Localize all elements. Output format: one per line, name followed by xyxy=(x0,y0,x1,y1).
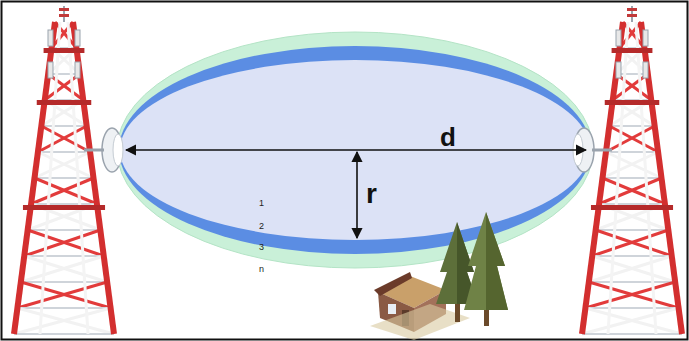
tower-rung xyxy=(28,229,101,231)
tower-leg xyxy=(582,22,623,334)
tower-platform xyxy=(612,48,653,53)
middle-zone xyxy=(119,46,591,254)
antenna-element xyxy=(59,8,69,11)
antenna-element xyxy=(627,14,637,17)
tower-rung xyxy=(585,307,678,309)
tower-leg xyxy=(40,22,60,334)
tower-brace xyxy=(606,152,662,178)
dish-mount xyxy=(84,149,104,152)
tower-brace xyxy=(609,126,658,152)
tower-rung xyxy=(35,177,94,179)
tower-leg xyxy=(73,22,114,334)
antenna-element xyxy=(627,8,637,11)
lattice-tower xyxy=(14,6,123,334)
antenna-panel xyxy=(616,62,621,78)
tower-rung xyxy=(606,151,658,153)
antenna-element xyxy=(59,14,69,17)
tower-platform xyxy=(44,48,85,53)
fresnel-zones xyxy=(117,32,593,268)
tower-brace xyxy=(589,282,679,308)
dimension-arrows xyxy=(126,150,586,238)
antenna-panel xyxy=(643,30,648,46)
tower-leg xyxy=(636,22,656,334)
tower-platform xyxy=(37,100,92,105)
house-roof-edge xyxy=(374,272,412,296)
tower-brace xyxy=(41,126,90,152)
antenna-panel xyxy=(48,30,53,46)
zone-number: 1 xyxy=(259,199,264,208)
tower-rung xyxy=(14,333,114,335)
tower-brace xyxy=(606,126,655,152)
antenna-panel xyxy=(48,62,53,78)
antenna-panel xyxy=(75,62,80,78)
antenna-panel xyxy=(75,30,80,46)
tower-brace xyxy=(17,282,107,308)
tower-leg xyxy=(641,22,682,334)
microwave-dish xyxy=(102,128,122,172)
tower-rung xyxy=(17,307,110,309)
tower-rung xyxy=(609,125,654,127)
radius-label: r xyxy=(366,180,377,208)
tower-rung xyxy=(31,203,97,205)
tower-rung xyxy=(599,203,665,205)
tower-brace xyxy=(596,230,672,256)
tower-platform xyxy=(23,205,105,210)
zone-number: 3 xyxy=(259,243,264,252)
zone-number: n xyxy=(259,265,264,274)
tower-brace xyxy=(592,256,675,282)
tower-leg xyxy=(14,22,55,334)
tower-brace xyxy=(24,230,100,256)
tower-leg xyxy=(68,22,88,334)
tower-platform xyxy=(605,100,660,105)
dish-face xyxy=(113,134,123,166)
lattice-tower xyxy=(573,6,682,334)
antenna-panel xyxy=(643,62,648,78)
tower-rung xyxy=(21,281,107,283)
dish-mount xyxy=(592,149,612,152)
tower-brace xyxy=(585,308,682,334)
house-and-trees xyxy=(370,212,508,340)
tower-platform xyxy=(591,205,673,210)
distance-arrow xyxy=(126,149,586,151)
tower-brace xyxy=(21,256,104,282)
inner-zone xyxy=(120,60,590,240)
tower-brace xyxy=(38,126,87,152)
zone-number: 2 xyxy=(259,222,264,231)
tree-right-shade xyxy=(486,212,508,310)
distance-label: d xyxy=(440,124,456,150)
tower-rung xyxy=(592,255,672,257)
house-window xyxy=(388,304,396,314)
tower-rung xyxy=(41,125,86,127)
tower-brace xyxy=(35,152,91,178)
tower-brace xyxy=(603,178,665,204)
outer-zone xyxy=(117,32,593,268)
tower-rung xyxy=(582,333,682,335)
tower-rung xyxy=(589,281,675,283)
radius-arrow xyxy=(356,152,358,238)
tower-leg xyxy=(608,22,628,334)
tower-brace xyxy=(31,178,93,204)
tower-rung xyxy=(24,255,104,257)
antenna-panel xyxy=(616,30,621,46)
radio-towers xyxy=(14,6,682,334)
tower-rung xyxy=(596,229,669,231)
tower-rung xyxy=(603,177,662,179)
tree-right xyxy=(464,212,508,310)
tower-brace xyxy=(14,308,111,334)
tower-rung xyxy=(38,151,90,153)
